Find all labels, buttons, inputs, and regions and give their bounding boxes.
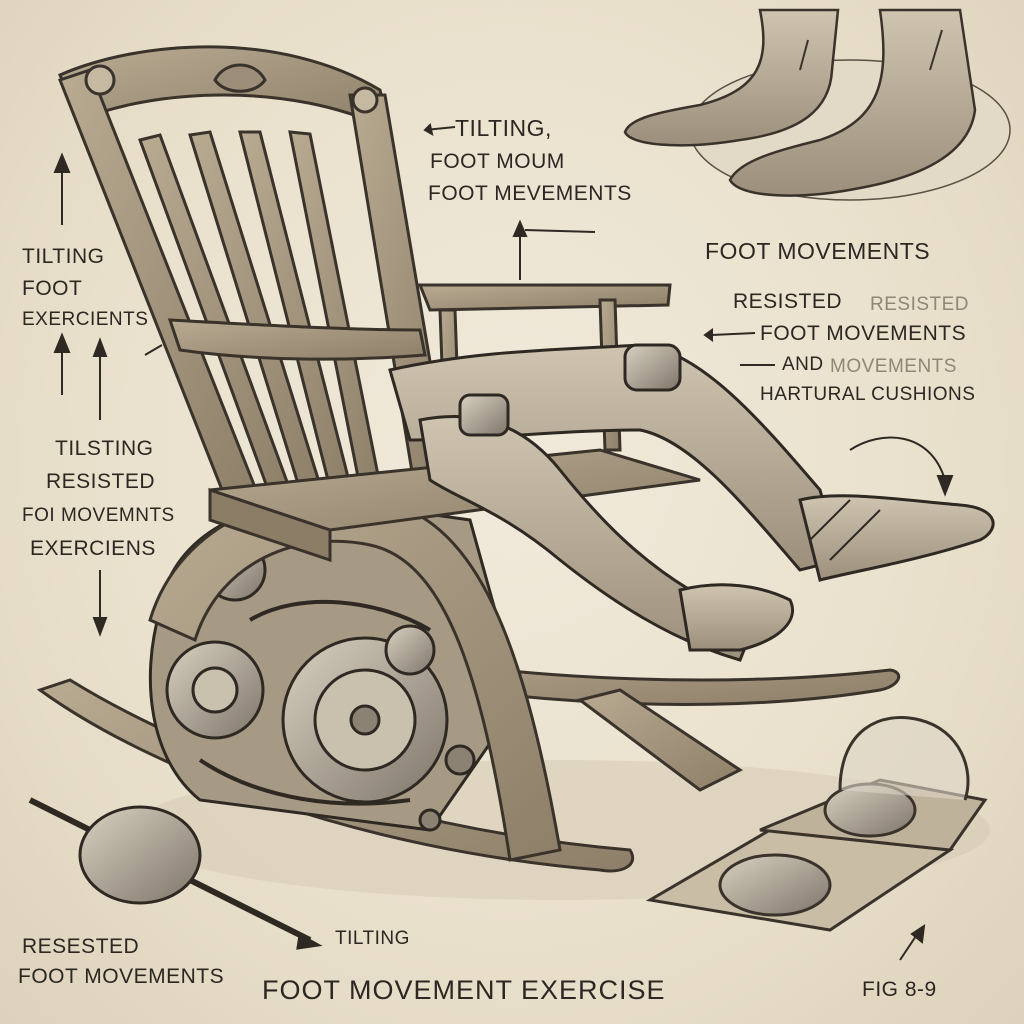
legs [388,343,995,662]
label-foot-movements-bottom: FOOT MOVEMENTS [18,965,225,988]
label-and: AND [782,354,824,375]
label-tilting-top: TILTING, [455,115,552,141]
label-foot-movements-right: FOOT MOVEMENTS [705,238,931,264]
label-tilting-left2: TILSTING [55,437,154,460]
weighted-bar [28,797,323,950]
label-foot-left: FOOT [22,277,83,300]
label-resisted-right: RESISTED [733,290,843,313]
label-fo-movemnts: FOI MOVEMNTS [22,505,175,526]
label-tilting-bottom: TILTING [335,928,410,949]
label-exerciens: EXERCIENS [30,537,156,560]
diagram-caption: FOOT MOVEMENT EXERCISE [262,975,666,1005]
label-resested-bottom: RESESTED [22,935,140,958]
label-foot-movements-right2: FOOT MOVEMENTS [760,322,967,345]
feet-sketch [623,8,1011,201]
label-and-faded: MOVEMENTS [830,356,957,377]
label-resisted-left: RESISTED [46,470,156,493]
label-foot-moum: FOOT MOUM [430,150,565,173]
label-hartural-cushions: HARTURAL CUSHIONS [760,384,976,405]
annotation-arrows [53,123,954,961]
label-foot-movements-top: FOOT MEVEMENTS [428,182,632,205]
figure-number: FIG 8-9 [862,978,937,1001]
cushion-pads [645,716,988,932]
label-resisted-right-faded: RESISTED [870,294,970,315]
label-exercients: EXERCIENTS [22,309,149,330]
label-tilting-left: TILTING [22,245,105,268]
